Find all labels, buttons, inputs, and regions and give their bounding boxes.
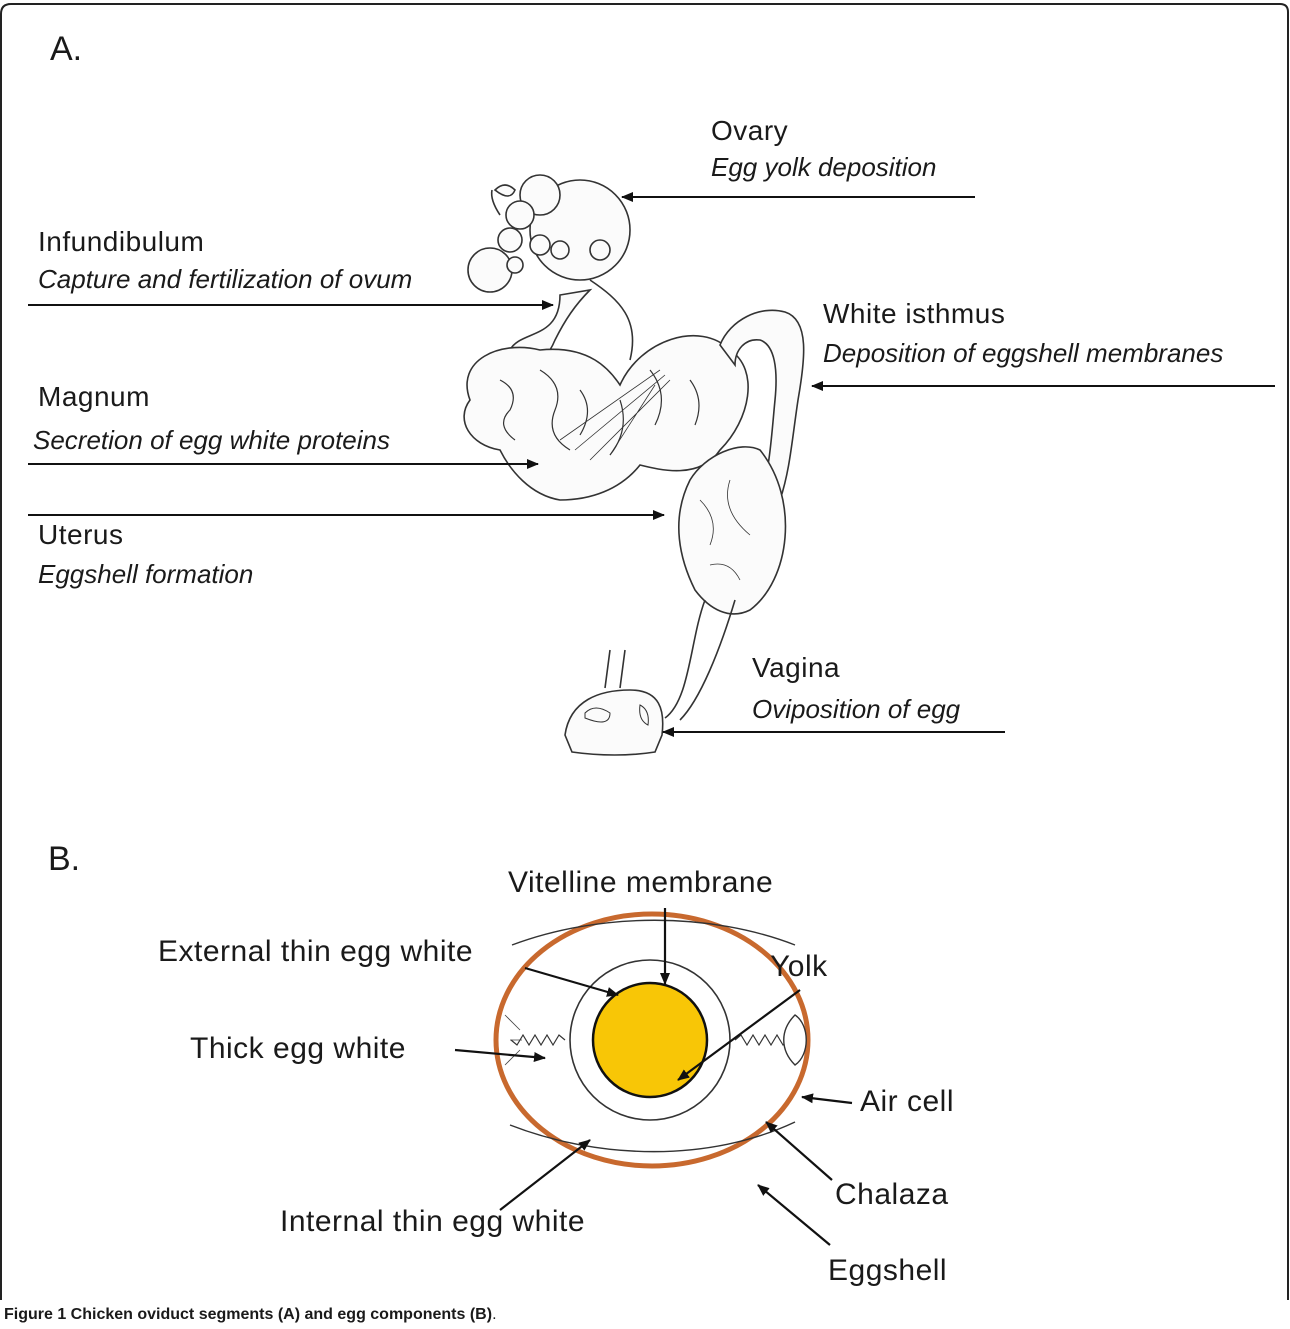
- uterus-illustration: [679, 447, 786, 614]
- white-isthmus-name: White isthmus: [823, 298, 1005, 330]
- air-cell-arrow: [802, 1097, 852, 1103]
- magnum-function: Secretion of egg white proteins: [33, 425, 390, 456]
- eggshell-arrow: [758, 1185, 830, 1245]
- infundibulum-name: Infundibulum: [38, 226, 204, 258]
- figure-caption-bold: Figure 1 Chicken oviduct segments (A) an…: [4, 1306, 492, 1323]
- ovary-illustration: [468, 175, 630, 292]
- figure-caption: Figure 1 Chicken oviduct segments (A) an…: [4, 1306, 497, 1324]
- thick-egg-white-label: Thick egg white: [190, 1032, 406, 1066]
- yolk-circle: [593, 983, 707, 1097]
- internal-thin-egg-white-label: Internal thin egg white: [280, 1205, 585, 1239]
- white-isthmus-function: Deposition of eggshell membranes: [823, 338, 1223, 369]
- eggshell-label: Eggshell: [828, 1254, 947, 1288]
- figure-caption-rest: .: [492, 1306, 496, 1323]
- internal-thin-egg-white-arrow: [500, 1140, 590, 1210]
- chalaza-arrow: [766, 1122, 832, 1180]
- uterus-function: Eggshell formation: [38, 559, 253, 590]
- panel-a-letter: A.: [50, 30, 82, 69]
- panel-b-letter: B.: [48, 840, 80, 879]
- chalaza-label: Chalaza: [835, 1178, 949, 1212]
- infundibulum-function: Capture and fertilization of ovum: [38, 264, 412, 295]
- uterus-name: Uterus: [38, 519, 123, 551]
- ovary-function: Egg yolk deposition: [711, 152, 936, 183]
- vitelline-membrane-label: Vitelline membrane: [508, 866, 773, 900]
- egg-cross-section: [496, 914, 808, 1166]
- magnum-name: Magnum: [38, 381, 150, 413]
- yolk-label: Yolk: [770, 950, 828, 984]
- air-cell-label: Air cell: [860, 1085, 954, 1119]
- vagina-function: Oviposition of egg: [752, 694, 960, 725]
- ovary-name: Ovary: [711, 115, 788, 147]
- vagina-name: Vagina: [752, 652, 840, 684]
- external-thin-egg-white-label: External thin egg white: [158, 935, 473, 969]
